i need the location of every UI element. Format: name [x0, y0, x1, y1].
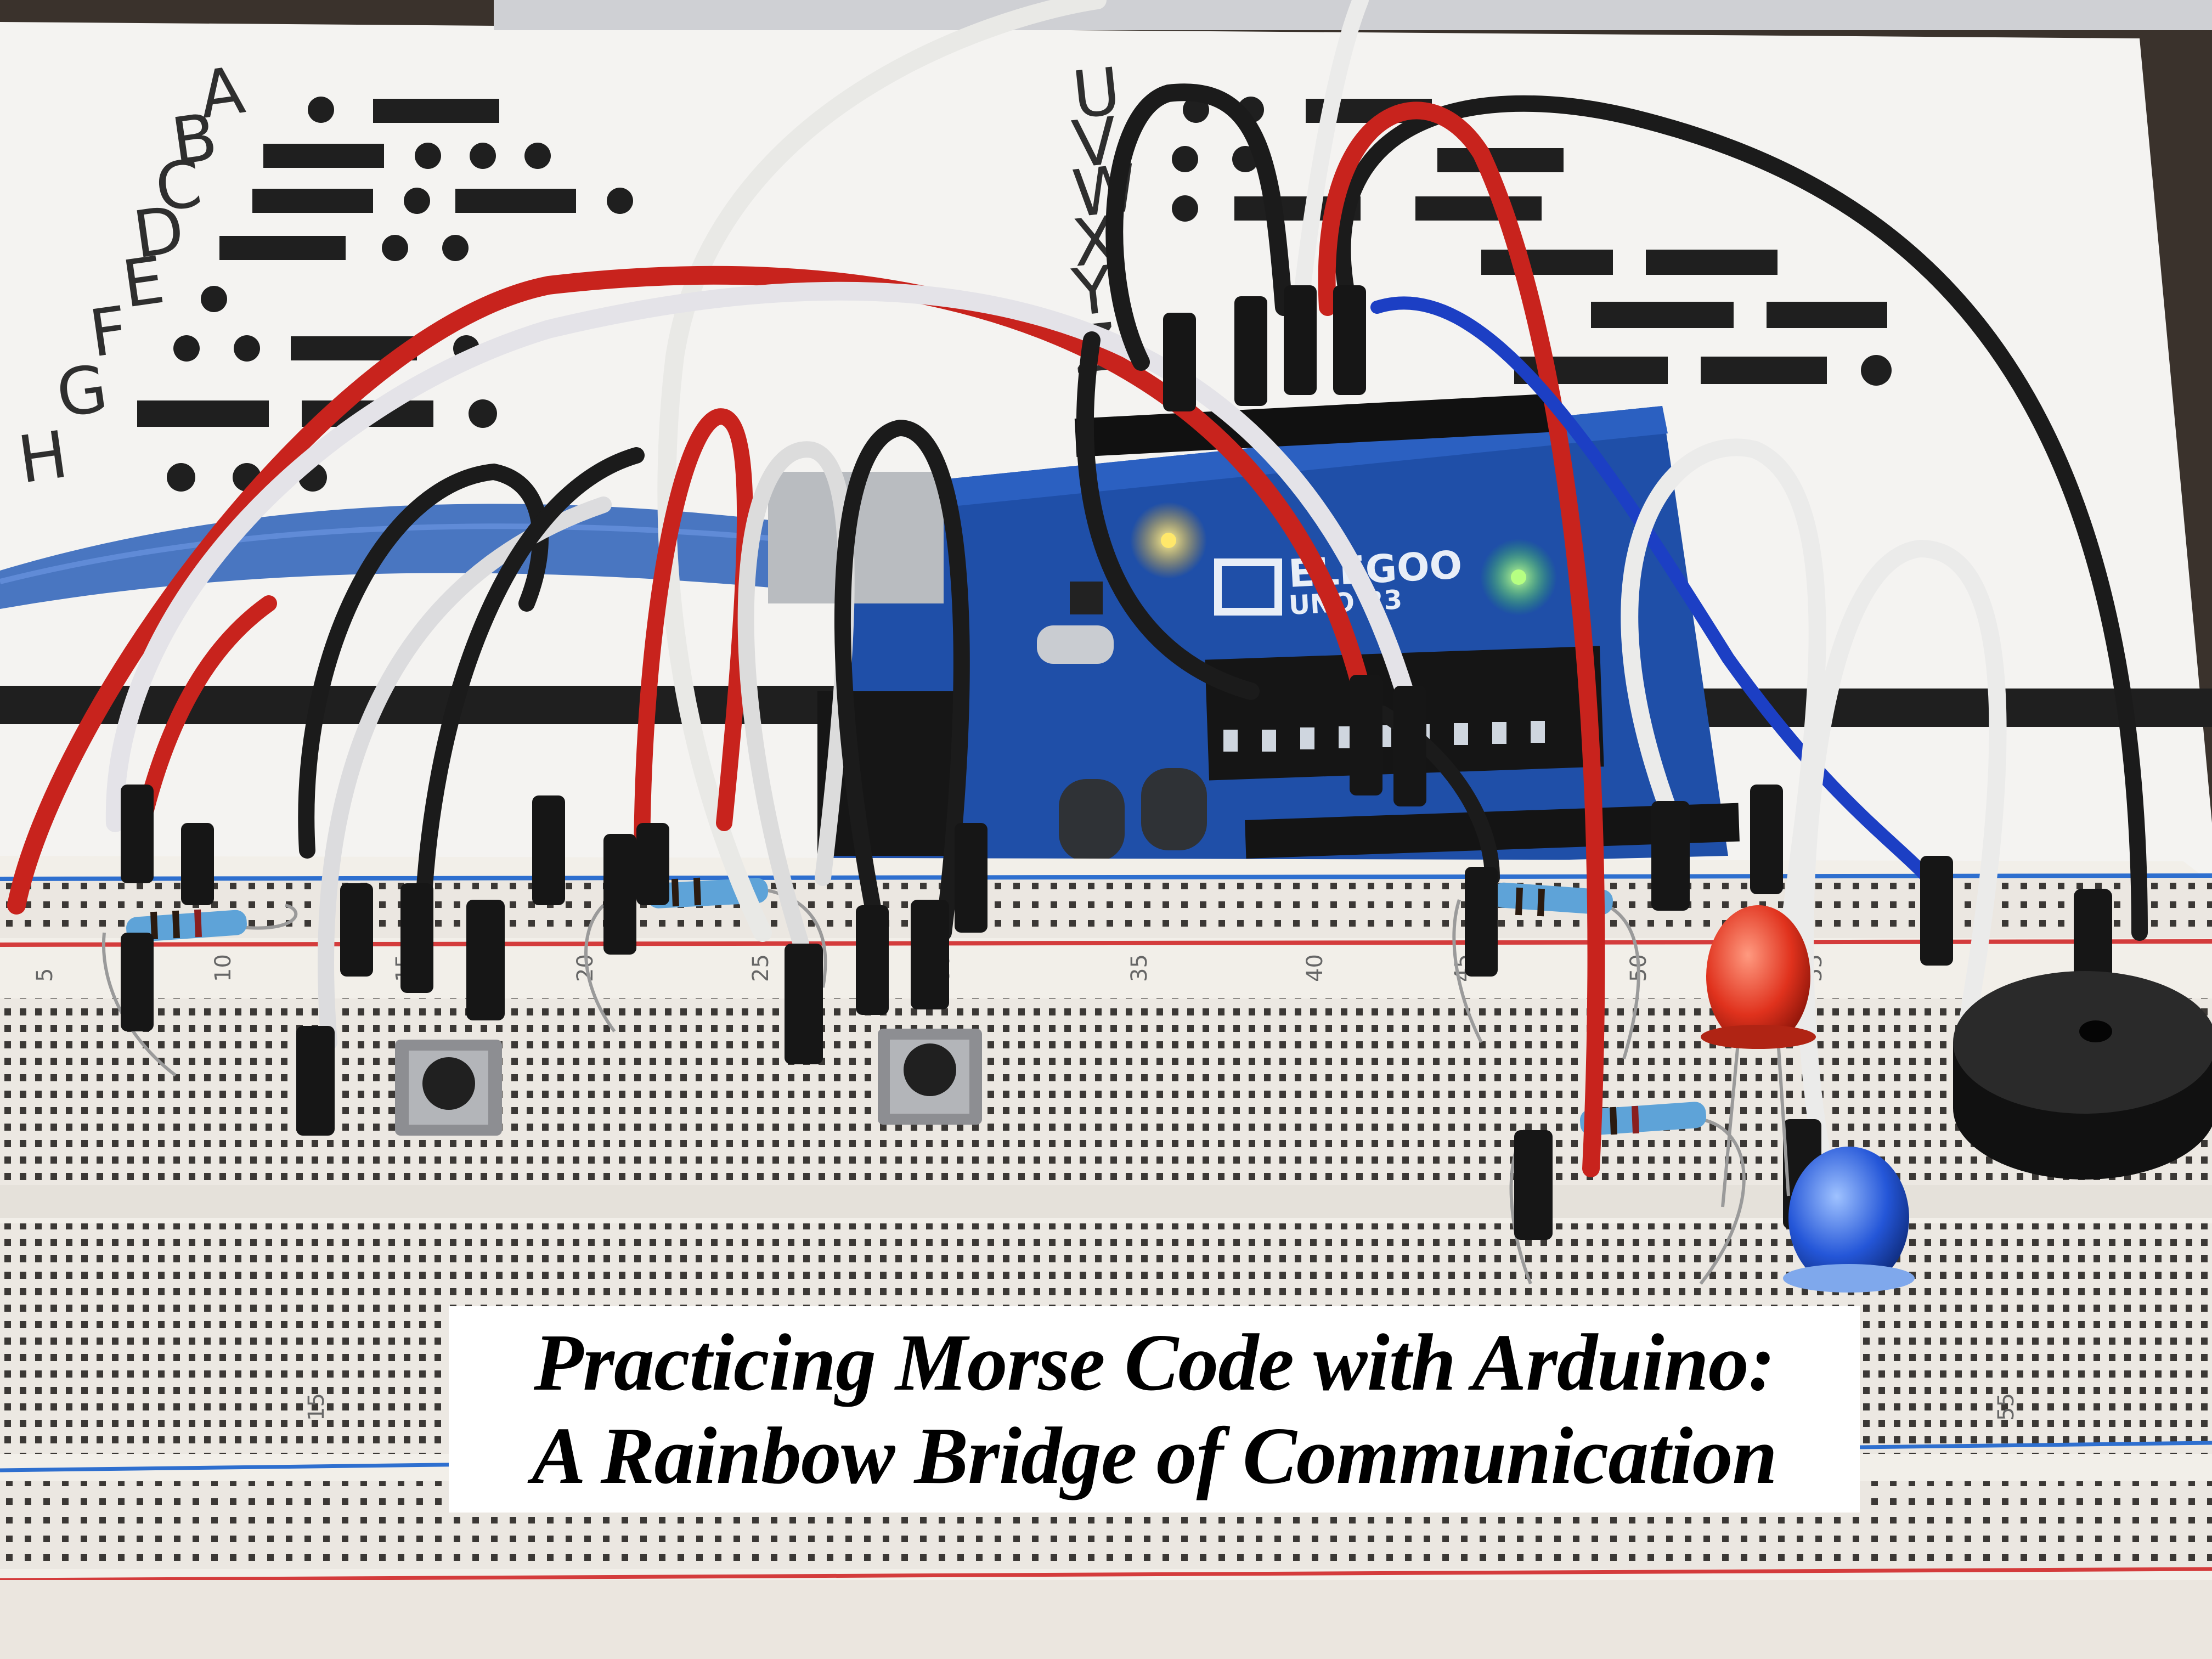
wire-connectors	[121, 285, 2112, 1240]
morse-letter-d: D	[129, 191, 189, 273]
lower-column-number-15: 15	[304, 1393, 329, 1421]
wire-black-1	[1105, 83, 1293, 371]
led-red	[1701, 905, 1816, 1207]
wire-white-1	[657, 0, 1107, 942]
morse-letter-g: G	[52, 350, 112, 432]
morse-letter-b: B	[167, 99, 222, 180]
wire-white-3	[1292, 0, 1369, 315]
morse-letter-c: C	[151, 145, 206, 227]
morse-letter-u: U	[1069, 53, 1124, 133]
column-number-40: 40	[1302, 954, 1328, 982]
piezo-buzzer	[1953, 971, 2212, 1180]
wire-black-6	[414, 447, 645, 941]
arduino-uno-board: ELEGOO UNO R3	[768, 393, 1740, 878]
push-button-2	[878, 1029, 982, 1125]
column-number-10: 10	[211, 954, 236, 982]
column-number-35: 35	[1127, 954, 1152, 982]
push-button-1	[395, 1040, 502, 1136]
resistor-bands	[150, 877, 1639, 1135]
led-blue	[1783, 1147, 1915, 1293]
morse-letter-a: A	[195, 52, 249, 133]
wire-red-2	[1318, 101, 1605, 1177]
column-number-5: 5	[32, 968, 58, 982]
jumper-wires	[7, 0, 2148, 1177]
wire-black-7	[834, 419, 970, 941]
column-number-25: 25	[748, 954, 774, 982]
wire-white-2	[105, 281, 1414, 832]
caption-title-line-1: Practicing Morse Code with Arduino:	[533, 1318, 1775, 1408]
wire-red-1	[7, 266, 1370, 915]
lower-column-number-55: 55	[1994, 1393, 2019, 1421]
wire-black-3	[1076, 331, 1260, 700]
wire-white-5	[1796, 539, 2007, 1161]
caption-title-line-2: A Rainbow Bridge of Communication	[532, 1411, 1778, 1501]
elegoo-logo	[1214, 558, 1282, 616]
caption-box: Practicing Morse Code with Arduino: A Ra…	[449, 1306, 1860, 1513]
morse-letter-h: H	[14, 416, 72, 498]
wire-red-3	[134, 595, 277, 831]
wire-blue-1	[1370, 296, 1943, 895]
wire-black-2	[1334, 95, 2148, 941]
